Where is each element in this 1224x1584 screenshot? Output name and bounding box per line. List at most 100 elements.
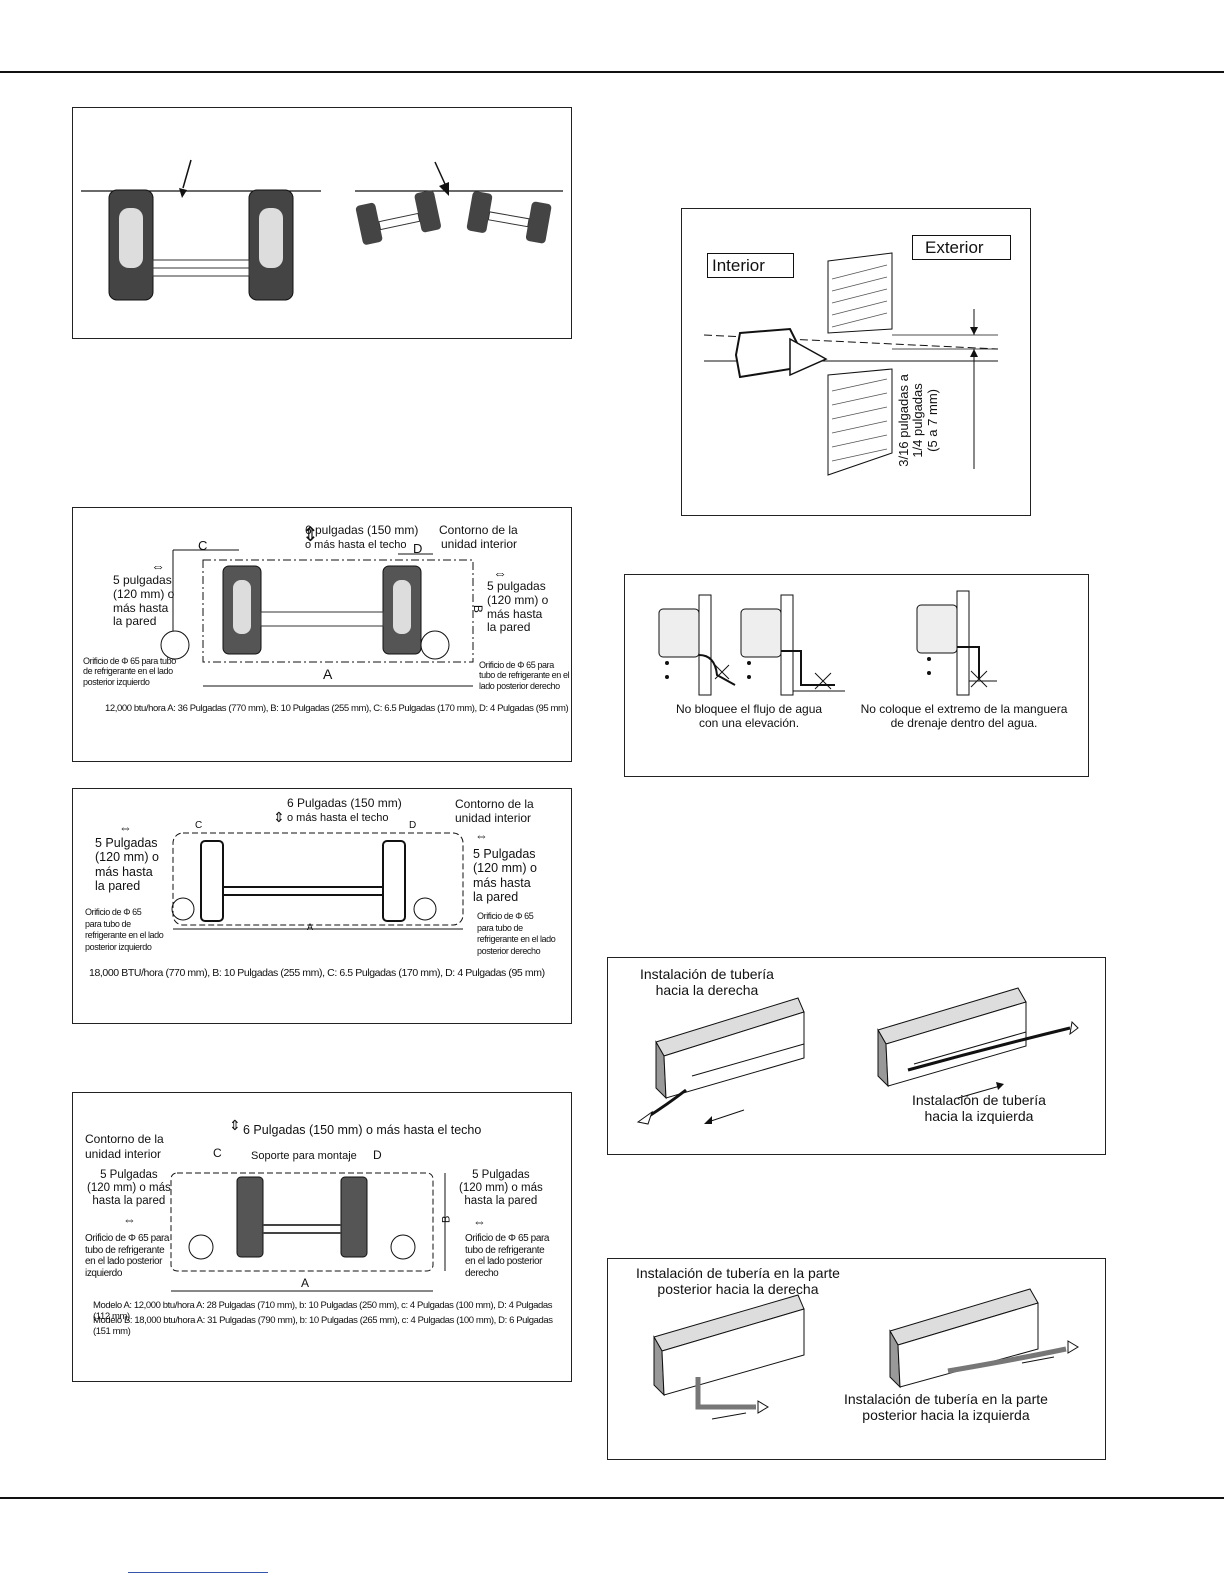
hole-right-3: lado posterior derecho xyxy=(479,680,560,691)
left-clearance: 5 pulgadas (120 mm) o más hasta la pared xyxy=(113,573,174,629)
hole-left-2: para tubo de xyxy=(85,918,131,929)
left-clearance-3: más hasta xyxy=(95,864,153,879)
right-clearance-2: (120 mm) o más xyxy=(459,1182,543,1195)
label-c: C xyxy=(195,820,203,831)
contour-label: Contorno de la xyxy=(85,1132,164,1146)
rear-left-caption: Instalación de tubería en la parte poste… xyxy=(844,1391,1048,1423)
wall-hole-figure xyxy=(703,252,999,476)
mounting-diagram-18000: 6 Pulgadas (150 mm) ⇕ o más hasta el tec… xyxy=(72,788,572,1024)
left-clearance-1: 5 Pulgadas xyxy=(95,836,158,850)
right-clearance-1: 5 Pulgadas xyxy=(472,1169,530,1181)
bracket-level-diagram xyxy=(72,107,572,339)
right-clearance-1: 5 Pulgadas xyxy=(473,847,536,861)
rear-left-2: posterior hacia la izquierda xyxy=(862,1407,1030,1424)
footer-link-underline xyxy=(128,1572,268,1573)
right-clearance: 5 pulgadas (120 mm) o más hasta la pared xyxy=(487,579,549,635)
hole-right-4: derecho xyxy=(465,1267,499,1279)
hole-right-1: Orificio de Φ 65 xyxy=(477,911,534,921)
wall-hole-diagram: Interior Exterior 3/16 pulgadas a 1/4 pu… xyxy=(681,208,1031,516)
left-arrow-icon: ⇔ xyxy=(151,558,165,574)
hole-right-label: Orificio de Φ 65 para tubo de refrigeran… xyxy=(479,660,570,691)
hole-left-1: Orificio de Φ 65 para tubo xyxy=(83,656,176,666)
hole-right-1: Orificio de Φ 65 para xyxy=(465,1233,550,1244)
left-clearance-4: la pared xyxy=(113,614,157,629)
mounting-12000-figure xyxy=(160,549,474,687)
top-clearance-text-2: o más hasta el techo xyxy=(287,812,389,824)
right-clearance-4: la pared xyxy=(487,620,531,635)
hole-left-2: de refrigerante en el lado xyxy=(83,666,173,677)
piping-right-2: hacia la derecha xyxy=(655,982,759,999)
slope-label: 3/16 pulgadas a 1/4 pulgadas (5 a 7 mm) xyxy=(895,374,940,467)
up-down-arrow-icon: ⇕ xyxy=(302,524,319,546)
header-rule xyxy=(0,71,1224,73)
right-clearance: 5 Pulgadas (120 mm) o más hasta la pared xyxy=(473,847,537,905)
model-b-caption: Modelo B: 18,000 btu/hora A: 31 Pulgadas… xyxy=(93,1315,553,1337)
right-arrow-icon: ⇔ xyxy=(473,1214,486,1229)
right-clearance-1: 5 pulgadas xyxy=(487,579,546,593)
label-d: D xyxy=(413,541,423,556)
contour-label-2: unidad interior xyxy=(85,1147,162,1161)
left-clearance-1: 5 pulgadas xyxy=(113,573,172,587)
mounting-diagram-models: ⇕ 6 Pulgadas (150 mm) o más hasta el tec… xyxy=(72,1092,572,1382)
piping-left-caption: Instalación de tubería hacia la izquierd… xyxy=(912,1092,1046,1124)
hole-right-label: Orificio de Φ 65 para tubo de refrigeran… xyxy=(477,911,556,958)
label-a: A xyxy=(307,922,314,932)
piping-right-caption: Instalación de tubería hacia la derecha xyxy=(640,966,774,998)
label-a: A xyxy=(323,666,333,682)
mounting-diagram-12000: ⇕ 6 pulgadas (150 mm) o más hasta el tec… xyxy=(72,507,572,762)
drain-left-2: con una elevación. xyxy=(698,715,800,730)
contour-label: Contorno de la xyxy=(455,797,534,811)
hole-left-1: Orificio de Φ 65 xyxy=(85,907,142,917)
right-clearance-3: más hasta xyxy=(473,875,531,890)
hole-right-1: Orificio de Φ 65 para xyxy=(479,660,554,670)
rear-right-caption: Instalación de tubería en la parte poste… xyxy=(636,1265,840,1297)
hole-right-2: tubo de refrigerante en el xyxy=(479,670,570,681)
footer-rule xyxy=(0,1497,1224,1499)
slope-2: 1/4 pulgadas xyxy=(910,383,926,458)
right-clearance-2: (120 mm) o xyxy=(487,592,549,607)
piping-direction-figure xyxy=(636,987,1079,1125)
hole-left-3: en el lado posterior xyxy=(85,1256,163,1267)
contour-label-2: unidad interior xyxy=(441,537,518,551)
piping-right-1: Instalación de tubería xyxy=(640,966,774,982)
top-clearance: ⇕ xyxy=(302,524,319,547)
label-a: A xyxy=(301,1276,310,1290)
hole-left-2: tubo de refrigerante xyxy=(85,1244,165,1256)
left-arrow-icon: ⇔ xyxy=(123,1212,136,1227)
label-b: B xyxy=(470,604,485,613)
hole-right-2: para tubo de xyxy=(477,922,523,933)
left-clearance-3: hasta la pared xyxy=(92,1195,166,1208)
hole-right-4: posterior derecho xyxy=(477,946,541,957)
bracket-level-figure xyxy=(81,159,563,301)
interior-label: Interior xyxy=(707,253,794,278)
dimensions-caption: 12,000 btu/hora A: 36 Pulgadas (770 mm),… xyxy=(105,703,569,714)
top-clearance-text-2: o más hasta el techo xyxy=(305,539,407,551)
drain-diagram: No bloquee el flujo de agua con una elev… xyxy=(624,574,1089,777)
label-d: D xyxy=(373,1148,382,1162)
drain-left-1: No bloquee el flujo de agua xyxy=(675,702,823,716)
rear-piping-figure xyxy=(653,1288,1079,1420)
piping-left-2: hacia la izquierda xyxy=(924,1108,1034,1125)
drain-right-2: de drenaje dentro del agua. xyxy=(890,715,1038,730)
left-clearance-4: la pared xyxy=(95,879,141,894)
left-clearance: 5 Pulgadas (120 mm) o más hasta la pared xyxy=(87,1169,171,1209)
label-c: C xyxy=(198,538,208,553)
model-a-caption: Modelo A: 12,000 btu/hora A: 28 Pulgadas… xyxy=(93,1300,553,1322)
drain-right-caption: No coloque el extremo de la manguera de … xyxy=(851,702,1077,731)
label-b: B xyxy=(440,1215,453,1223)
hole-right-2: tubo de refrigerante xyxy=(465,1244,545,1256)
rear-right-1: Instalación de tubería en la parte xyxy=(636,1265,840,1281)
slope-1: 3/16 pulgadas a xyxy=(895,374,911,467)
right-clearance-4: la pared xyxy=(473,890,519,905)
hole-left-3: refrigerante en el lado xyxy=(85,930,164,941)
left-clearance: 5 Pulgadas (120 mm) o más hasta la pared xyxy=(95,836,159,894)
contour-label-2: unidad interior xyxy=(455,811,532,825)
slope-3: (5 a 7 mm) xyxy=(924,389,940,452)
drain-figure xyxy=(658,590,997,696)
hole-left-label: Orificio de Φ 65 para tubo de refrigeran… xyxy=(83,656,176,687)
hole-right-label: Orificio de Φ 65 para tubo de refrigeran… xyxy=(465,1233,549,1279)
left-arrow-icon: ⇔ xyxy=(119,820,132,835)
hole-left-4: izquierdo xyxy=(85,1267,122,1279)
mounting-models-figure xyxy=(170,1172,446,1292)
left-clearance-1: 5 Pulgadas xyxy=(100,1169,158,1181)
